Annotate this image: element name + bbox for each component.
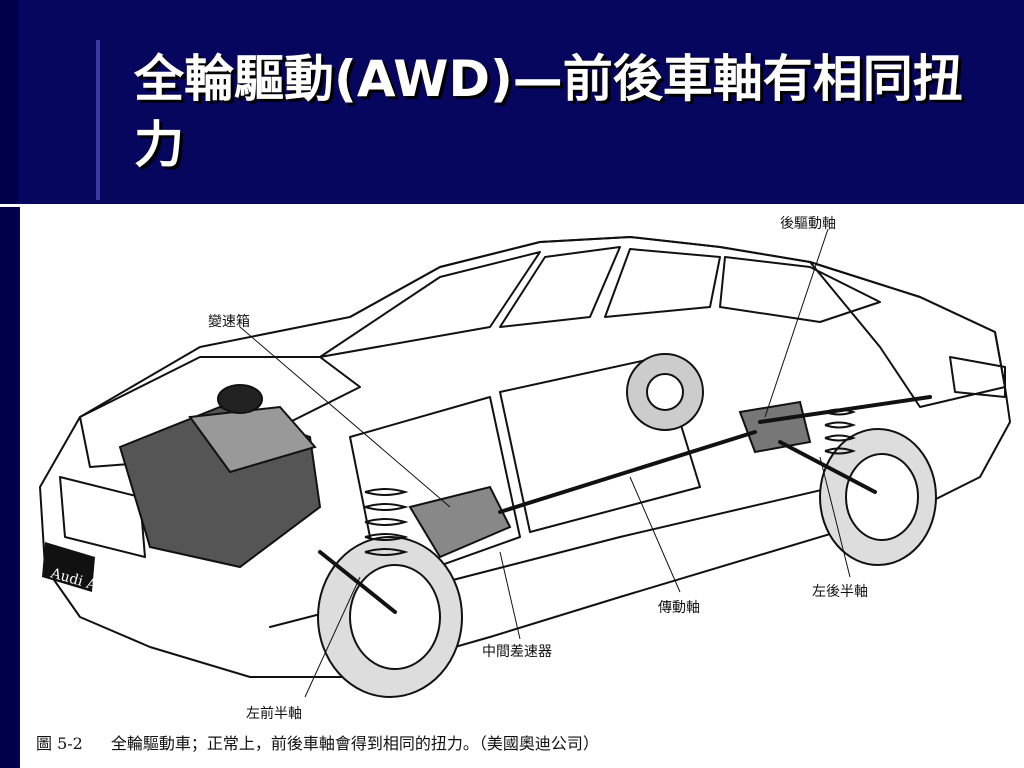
label-transmission: 變速箱 [208, 314, 250, 330]
leader-center-differential [499, 551, 521, 640]
license-plate-group: Audi A8 [42, 542, 107, 596]
rear-cross-axle [758, 395, 932, 424]
title-divider [96, 40, 100, 200]
rear-wheel-rim [845, 453, 919, 541]
label-rear-drive-shaft: 後驅動軸 [780, 216, 836, 232]
figure-number: 圖 5-2 [36, 734, 83, 753]
propeller-shaft [498, 430, 757, 514]
label-center-differential: 中間差速器 [482, 644, 552, 660]
rear-differential [738, 400, 812, 454]
rear-door [499, 356, 701, 533]
front-coil-spring [364, 488, 409, 556]
front-wheel-rim [349, 564, 441, 670]
slide-left-strip [0, 0, 18, 768]
rear-coil-spring [824, 408, 856, 455]
label-rear-left-half-axle: 左後半軸 [812, 584, 868, 600]
figure-caption-text: 全輪驅動車；正常上，前後車軸會得到相同的扭力。（美國奧迪公司） [110, 734, 599, 753]
windshield [319, 251, 541, 358]
leader-rear-drive-shaft [764, 228, 829, 418]
leader-rear-left-half-axle [819, 456, 851, 578]
hood [79, 356, 361, 468]
grille [59, 476, 146, 558]
roof-line [349, 236, 811, 318]
side-window-front [499, 246, 621, 328]
trunk [809, 261, 1006, 408]
front-door [349, 396, 521, 588]
title-underline [0, 204, 1024, 207]
leader-front-left-half-axle [304, 576, 361, 698]
leader-drive-shaft [629, 476, 681, 593]
car-cutaway-illustration: Audi A8 [39, 228, 1011, 698]
slide-title: 全輪驅動(AWD)—前後車軸有相同扭力 [134, 50, 963, 174]
awd-car-cutaway-figure: Audi A8 後驅動軸 變速箱 傳動軸 左後半軸 中間差速器 左前半軸 圖 5… [20, 207, 1024, 768]
rear-half-axle [778, 440, 877, 494]
figure-caption: 圖 5-2 全輪驅動車；正常上，前後車軸會得到相同的扭力。（美國奧迪公司） [36, 730, 599, 754]
leader-transmission [239, 326, 451, 508]
transmission-housing [408, 485, 512, 559]
air-filter [217, 384, 263, 414]
label-drive-shaft: 傳動軸 [658, 600, 700, 616]
rear-light [949, 356, 1006, 398]
label-front-left-half-axle: 左前半軸 [246, 706, 302, 722]
side-window-rear [604, 248, 721, 318]
